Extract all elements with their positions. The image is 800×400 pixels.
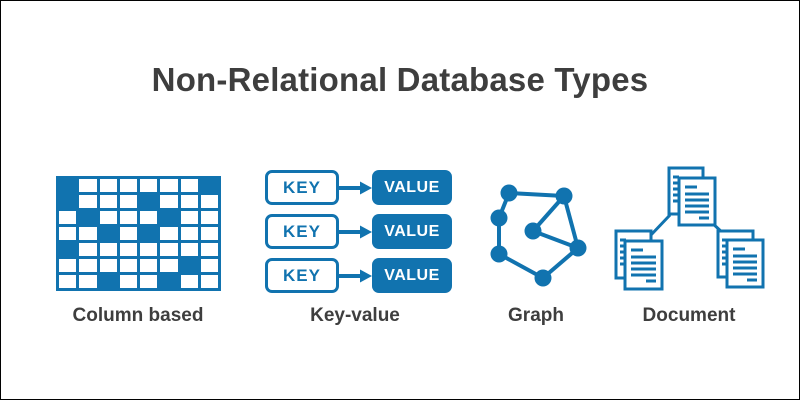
grid-cell: [200, 259, 218, 272]
key-value-row: KEY VALUE: [265, 170, 452, 205]
grid-cell: [160, 211, 178, 224]
document-tree-icon: [614, 166, 765, 291]
grid-cell: [99, 179, 117, 192]
grid-cell: [119, 227, 137, 240]
grid-cell: [140, 195, 158, 208]
document-stack-top: [667, 166, 717, 227]
graph-node: [490, 209, 508, 227]
grid-cell: [99, 259, 117, 272]
right-arrow-icon: [339, 269, 372, 282]
column-based-grid-icon: [56, 176, 221, 291]
grid-cell: [160, 275, 178, 288]
grid-cell: [119, 243, 137, 256]
grid-cell: [119, 275, 137, 288]
right-arrow-icon: [339, 225, 372, 238]
grid-cell: [200, 227, 218, 240]
grid-cell: [200, 275, 218, 288]
grid-cell: [180, 243, 198, 256]
grid-cell: [59, 195, 77, 208]
document-stack-left: [614, 229, 664, 291]
page-title: Non-Relational Database Types: [151, 61, 649, 98]
grid-cell: [140, 227, 158, 240]
grid-cell: [119, 211, 137, 224]
grid-cell: [99, 211, 117, 224]
grid-cell: [200, 195, 218, 208]
grid-cell: [180, 195, 198, 208]
graph-node: [524, 222, 542, 240]
grid-cell: [180, 179, 198, 192]
right-arrow-icon: [339, 181, 372, 194]
key-box: KEY: [265, 258, 339, 293]
graph-network-icon: [490, 184, 587, 287]
grid-cell: [160, 195, 178, 208]
key-box: KEY: [265, 170, 339, 205]
grid-cell: [119, 179, 137, 192]
grid-cell: [79, 211, 97, 224]
graph-node: [555, 187, 573, 205]
value-box: VALUE: [372, 258, 452, 293]
graph-edge: [508, 191, 565, 198]
grid-cell: [79, 179, 97, 192]
grid-cell: [140, 179, 158, 192]
caption-document: Document: [642, 305, 736, 326]
grid-cell: [99, 275, 117, 288]
grid-cell: [79, 195, 97, 208]
caption-graph: Graph: [508, 305, 564, 326]
grid-cell: [160, 179, 178, 192]
grid-cell: [59, 243, 77, 256]
graph-node: [490, 245, 508, 263]
key-value-row: KEY VALUE: [265, 214, 452, 249]
grid-cell: [180, 259, 198, 272]
grid-cell: [99, 243, 117, 256]
key-box: KEY: [265, 214, 339, 249]
graph-node: [500, 184, 518, 202]
grid-cell: [180, 275, 198, 288]
grid-cell: [160, 259, 178, 272]
grid-cell: [119, 259, 137, 272]
grid-cell: [200, 243, 218, 256]
caption-key-value: Key-value: [310, 305, 400, 326]
grid-cell: [59, 227, 77, 240]
grid-cell: [119, 195, 137, 208]
document-connector-line: [648, 213, 672, 238]
grid-cell: [59, 211, 77, 224]
grid-cell: [180, 211, 198, 224]
grid-cell: [140, 259, 158, 272]
grid-cell: [200, 211, 218, 224]
graph-edge: [562, 195, 580, 249]
graph-node: [534, 269, 552, 287]
grid-cell: [79, 227, 97, 240]
value-box: VALUE: [372, 170, 452, 205]
grid-cell: [59, 259, 77, 272]
grid-cell: [180, 227, 198, 240]
grid-cell: [59, 179, 77, 192]
graph-node: [569, 239, 587, 257]
document-stack-right: [716, 229, 765, 289]
grid-cell: [160, 243, 178, 256]
grid-cell: [79, 275, 97, 288]
grid-cell: [79, 259, 97, 272]
grid-cell: [79, 243, 97, 256]
grid-cell: [160, 227, 178, 240]
grid-cell: [140, 275, 158, 288]
key-value-row: KEY VALUE: [265, 258, 452, 293]
grid-cell: [99, 195, 117, 208]
grid-cell: [99, 227, 117, 240]
grid-cell: [140, 211, 158, 224]
caption-column-based: Column based: [72, 305, 204, 326]
grid-cell: [140, 243, 158, 256]
grid-cell: [59, 275, 77, 288]
grid-cell: [200, 179, 218, 192]
value-box: VALUE: [372, 214, 452, 249]
key-value-group: KEY VALUE KEY VALUE KEY VALUE: [265, 170, 452, 293]
